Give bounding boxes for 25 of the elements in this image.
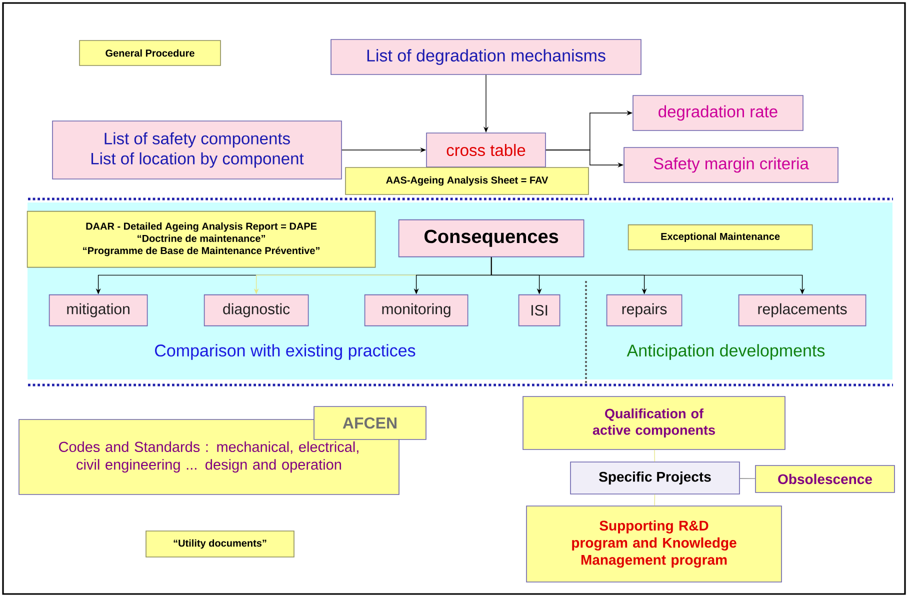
- note-box: AAS-Ageing Analysis Sheet = FAV: [345, 167, 589, 195]
- connector-line: [654, 450, 656, 462]
- process-box: List of degradation mechanisms: [330, 39, 642, 75]
- connector-line: [740, 478, 756, 479]
- process-box: List of safety components List of location by component: [52, 120, 342, 180]
- process-box: mitigation: [48, 294, 148, 326]
- title-label: General Procedure: [79, 40, 221, 66]
- process-box: diagnostic: [204, 294, 309, 326]
- process-box: monitoring: [364, 294, 468, 326]
- connector-line: [654, 494, 656, 506]
- note-box: DAAR - Detailed Ageing Analysis Report = DAPE “Doctrine de maintenance” “Programme de Base de Maintenance Préventive”: [26, 210, 376, 268]
- note-box: Supporting R&D program and Knowledge Management program: [526, 506, 782, 582]
- process-box: degradation rate: [632, 95, 804, 131]
- process-box: repairs: [606, 294, 682, 326]
- note-box: “Utility documents”: [146, 530, 294, 558]
- process-box: Consequences: [398, 219, 584, 258]
- process-box: Specific Projects: [570, 462, 740, 494]
- process-box: Safety margin criteria: [624, 147, 838, 183]
- note-box: Obsolescence: [755, 465, 895, 493]
- note-box: Exceptional Maintenance: [628, 224, 813, 250]
- note-box: AFCEN: [314, 406, 426, 440]
- process-box: ISI: [518, 294, 560, 326]
- process-box: cross table: [426, 132, 546, 168]
- process-box: replacements: [738, 294, 866, 326]
- note-box: Qualification of active components: [522, 396, 786, 450]
